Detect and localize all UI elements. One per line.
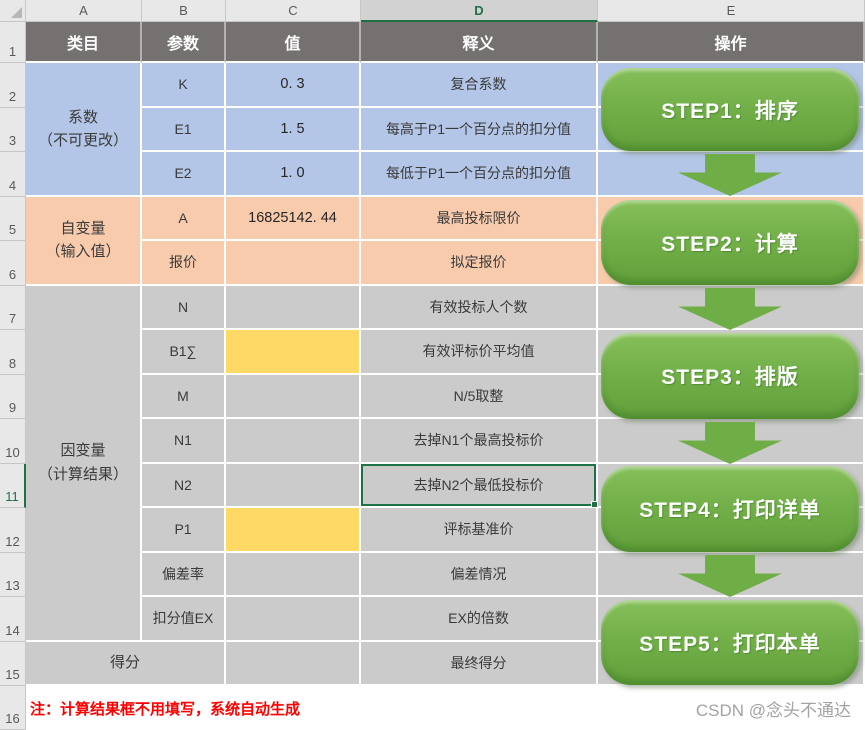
meaning-cell[interactable]: EX的倍数 — [361, 597, 598, 642]
active-cell-text: 去掉N2个最低投标价 — [413, 476, 544, 493]
column-header-b[interactable]: B — [142, 0, 226, 22]
row-header-8[interactable]: 8 — [0, 330, 26, 375]
header-cell-meaning[interactable]: 释义 — [361, 22, 598, 63]
meaning-cell[interactable]: 有效投标人个数 — [361, 285, 598, 330]
row-header-7[interactable]: 7 — [0, 285, 26, 330]
meaning-cell[interactable]: 偏差情况 — [361, 552, 598, 597]
param-cell[interactable]: 报价 — [142, 241, 226, 286]
step2-calculate-button[interactable]: STEP2：计算 — [601, 200, 859, 285]
group-cell-inputs[interactable]: 自变量 （输入值） — [26, 196, 142, 286]
value-cell[interactable] — [226, 419, 361, 464]
value-cell[interactable] — [226, 374, 361, 419]
meaning-cell[interactable]: 每低于P1一个百分点的扣分值 — [361, 152, 598, 197]
step4-print-detail-button[interactable]: STEP4：打印详单 — [601, 466, 859, 552]
column-header-d-selected[interactable]: D — [361, 0, 598, 22]
param-cell[interactable]: K — [142, 63, 226, 108]
value-cell-highlighted[interactable] — [226, 508, 361, 553]
param-cell[interactable]: N — [142, 285, 226, 330]
meaning-cell[interactable]: 有效评标价平均值 — [361, 330, 598, 375]
param-cell[interactable]: E2 — [142, 152, 226, 197]
row-header-2[interactable]: 2 — [0, 63, 26, 108]
meaning-cell[interactable]: 最终得分 — [361, 641, 598, 686]
value-cell[interactable] — [226, 241, 361, 286]
row-header-12[interactable]: 12 — [0, 508, 26, 553]
row-header-6[interactable]: 6 — [0, 241, 26, 286]
row-header-3[interactable]: 3 — [0, 107, 26, 152]
meaning-cell[interactable]: N/5取整 — [361, 374, 598, 419]
header-cell-value[interactable]: 值 — [226, 22, 361, 63]
meaning-cell[interactable]: 去掉N1个最高投标价 — [361, 419, 598, 464]
param-cell[interactable]: M — [142, 374, 226, 419]
value-cell[interactable]: 1. 0 — [226, 152, 361, 197]
value-cell[interactable]: 1. 5 — [226, 107, 361, 152]
row-header-16[interactable]: 16 — [0, 686, 26, 730]
step5-print-sheet-button[interactable]: STEP5：打印本单 — [601, 600, 859, 685]
row-header-9[interactable]: 9 — [0, 374, 26, 419]
header-cell-category[interactable]: 类目 — [26, 22, 142, 63]
column-header-c[interactable]: C — [226, 0, 361, 22]
meaning-cell[interactable]: 评标基准价 — [361, 508, 598, 553]
param-cell[interactable]: A — [142, 196, 226, 241]
meaning-cell[interactable]: 最高投标限价 — [361, 196, 598, 241]
param-cell[interactable]: N2 — [142, 463, 226, 508]
step3-layout-button[interactable]: STEP3：排版 — [601, 333, 859, 419]
meaning-cell[interactable]: 每高于P1一个百分点的扣分值 — [361, 107, 598, 152]
value-cell[interactable]: 16825142. 44 — [226, 196, 361, 241]
row-header-10[interactable]: 10 — [0, 419, 26, 464]
value-cell[interactable] — [226, 463, 361, 508]
watermark: CSDN @念头不通达 — [598, 686, 865, 730]
value-cell[interactable] — [226, 597, 361, 642]
column-header-a[interactable]: A — [26, 0, 142, 22]
param-cell[interactable]: 偏差率 — [142, 552, 226, 597]
param-cell[interactable]: N1 — [142, 419, 226, 464]
header-cell-param[interactable]: 参数 — [142, 22, 226, 63]
row-header-15[interactable]: 15 — [0, 641, 26, 686]
group-cell-coefficients[interactable]: 系数 （不可更改） — [26, 63, 142, 197]
meaning-cell[interactable]: 拟定报价 — [361, 241, 598, 286]
row-header-5[interactable]: 5 — [0, 196, 26, 241]
param-cell[interactable]: B1∑ — [142, 330, 226, 375]
group-cell-outputs[interactable]: 因变量 （计算结果） — [26, 285, 142, 642]
param-cell[interactable]: P1 — [142, 508, 226, 553]
param-cell[interactable]: 扣分值EX — [142, 597, 226, 642]
value-cell[interactable]: 0. 3 — [226, 63, 361, 108]
value-cell-highlighted[interactable] — [226, 330, 361, 375]
value-cell[interactable] — [226, 285, 361, 330]
note-cell[interactable]: 注：计算结果框不用填写，系统自动生成 — [26, 686, 598, 730]
fill-handle[interactable] — [591, 501, 598, 508]
row-header-1[interactable]: 1 — [0, 22, 26, 63]
row-header-14[interactable]: 14 — [0, 597, 26, 642]
group-cell-score[interactable]: 得分 — [26, 641, 226, 686]
param-cell[interactable]: E1 — [142, 107, 226, 152]
meaning-cell[interactable]: 复合系数 — [361, 63, 598, 108]
row-header-4[interactable]: 4 — [0, 152, 26, 197]
column-header-e[interactable]: E — [598, 0, 865, 22]
step1-sort-button[interactable]: STEP1：排序 — [601, 68, 859, 151]
header-cell-action[interactable]: 操作 — [598, 22, 865, 63]
meaning-cell-active-selection[interactable]: 去掉N2个最低投标价 — [361, 463, 598, 508]
value-cell[interactable] — [226, 552, 361, 597]
select-all-corner[interactable] — [0, 0, 26, 22]
row-header-13[interactable]: 13 — [0, 552, 26, 597]
row-header-11-selected[interactable]: 11 — [0, 463, 26, 508]
value-cell[interactable] — [226, 641, 361, 686]
